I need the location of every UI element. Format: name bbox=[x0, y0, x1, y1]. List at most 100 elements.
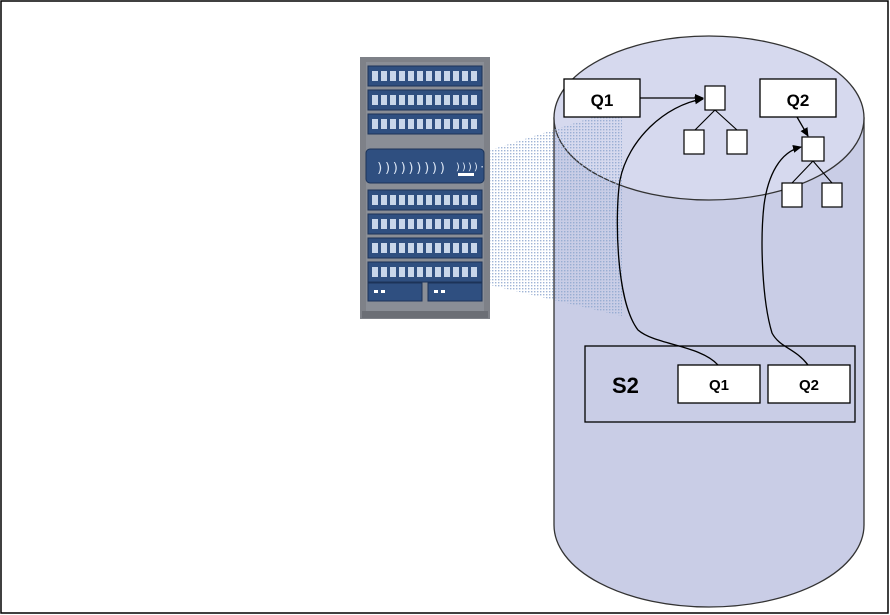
rack-slot bbox=[471, 267, 477, 277]
rack-slot bbox=[444, 119, 450, 129]
top-query-arrow-q2 bbox=[796, 116, 809, 137]
rack-slot bbox=[453, 243, 459, 253]
rack-slot bbox=[453, 71, 459, 81]
tree-edge bbox=[694, 109, 716, 131]
rack-bay-led bbox=[458, 173, 474, 176]
store-query-label-q1: Q1 bbox=[709, 377, 729, 394]
rack-slot bbox=[390, 195, 396, 205]
rack-slot bbox=[435, 119, 441, 129]
rack-slot bbox=[372, 119, 378, 129]
rack-bay bbox=[365, 148, 485, 184]
rack-slot bbox=[426, 243, 432, 253]
rack-slot bbox=[462, 243, 468, 253]
rack-slot bbox=[462, 119, 468, 129]
store-query-box-q1 bbox=[677, 364, 761, 404]
rack-led bbox=[374, 290, 378, 293]
rack-slot bbox=[417, 219, 423, 229]
rack-slot bbox=[390, 219, 396, 229]
rack-slot bbox=[426, 71, 432, 81]
rack-slot bbox=[426, 195, 432, 205]
rack-slot bbox=[444, 71, 450, 81]
rack-led bbox=[434, 290, 438, 293]
rack-slot bbox=[435, 267, 441, 277]
rack-drive-right bbox=[427, 282, 483, 302]
rack-slot bbox=[417, 195, 423, 205]
rack-slot bbox=[453, 219, 459, 229]
rack-slot bbox=[408, 71, 414, 81]
rack-slot bbox=[390, 243, 396, 253]
tree-leaf-node bbox=[821, 182, 843, 208]
rack-slot bbox=[462, 267, 468, 277]
tree-leaf-node bbox=[683, 129, 705, 155]
rack-slot bbox=[408, 243, 414, 253]
rack-slot bbox=[399, 219, 405, 229]
rack-slot bbox=[372, 71, 378, 81]
rack-slot bbox=[408, 95, 414, 105]
rack-slot bbox=[417, 71, 423, 81]
rack-slot bbox=[426, 219, 432, 229]
tree-edge bbox=[791, 160, 814, 184]
store-query-label-q2: Q2 bbox=[799, 377, 819, 394]
top-query-box-q2 bbox=[759, 78, 837, 118]
store-query-box-q2 bbox=[767, 364, 851, 404]
rack-slot bbox=[471, 195, 477, 205]
rack-slot bbox=[453, 267, 459, 277]
rack-slot bbox=[471, 119, 477, 129]
rack-slot bbox=[399, 71, 405, 81]
rack-slot bbox=[471, 71, 477, 81]
rack-slot bbox=[444, 95, 450, 105]
rack-slot bbox=[444, 267, 450, 277]
projection-beam bbox=[490, 108, 622, 316]
rack-slot bbox=[435, 243, 441, 253]
rack-slot bbox=[372, 219, 378, 229]
rack-slot bbox=[372, 243, 378, 253]
rack-slot bbox=[444, 195, 450, 205]
reference-arrow-q2 bbox=[761, 144, 809, 366]
tree-root-node-q2 bbox=[801, 136, 825, 162]
rack-slot bbox=[471, 219, 477, 229]
rack-slot bbox=[471, 95, 477, 105]
rack-base bbox=[362, 311, 488, 318]
rack-slot bbox=[390, 95, 396, 105]
rack-led bbox=[441, 290, 445, 293]
rack-slot bbox=[444, 219, 450, 229]
rack-slot bbox=[408, 195, 414, 205]
rack-slot bbox=[417, 267, 423, 277]
rack-bay-vents-left: ))))))))) bbox=[376, 161, 446, 176]
rack-slot bbox=[453, 95, 459, 105]
rack-slot bbox=[399, 267, 405, 277]
rack-slot bbox=[372, 267, 378, 277]
rack-slot bbox=[435, 219, 441, 229]
rack-slot bbox=[381, 71, 387, 81]
rack-slot bbox=[408, 219, 414, 229]
rack-slot bbox=[453, 195, 459, 205]
rack-slot bbox=[408, 119, 414, 129]
rack-slot bbox=[381, 119, 387, 129]
rack-slot bbox=[453, 119, 459, 129]
rack-slot bbox=[372, 95, 378, 105]
database-cylinder-icon bbox=[553, 35, 865, 608]
rack-slot bbox=[390, 119, 396, 129]
rack-slot bbox=[381, 243, 387, 253]
rack-slot bbox=[399, 243, 405, 253]
rack-slot bbox=[390, 267, 396, 277]
rack-slot bbox=[381, 95, 387, 105]
rack-slot bbox=[390, 71, 396, 81]
rack-slot bbox=[471, 243, 477, 253]
top-query-label-q2: Q2 bbox=[787, 91, 810, 110]
rack-slot bbox=[417, 119, 423, 129]
rack-slot bbox=[399, 119, 405, 129]
rack-slot bbox=[426, 95, 432, 105]
cylinder-top bbox=[553, 35, 865, 201]
rack-slot bbox=[426, 119, 432, 129]
server-rack-icon: ))))))))) ))))· bbox=[360, 57, 490, 319]
rack-slot bbox=[462, 95, 468, 105]
rack-slot bbox=[435, 95, 441, 105]
store-label: S2 bbox=[612, 373, 639, 398]
rack-units bbox=[367, 65, 483, 283]
rack-slot bbox=[435, 195, 441, 205]
reference-arrow-q1 bbox=[616, 96, 719, 366]
rack-slot bbox=[399, 95, 405, 105]
